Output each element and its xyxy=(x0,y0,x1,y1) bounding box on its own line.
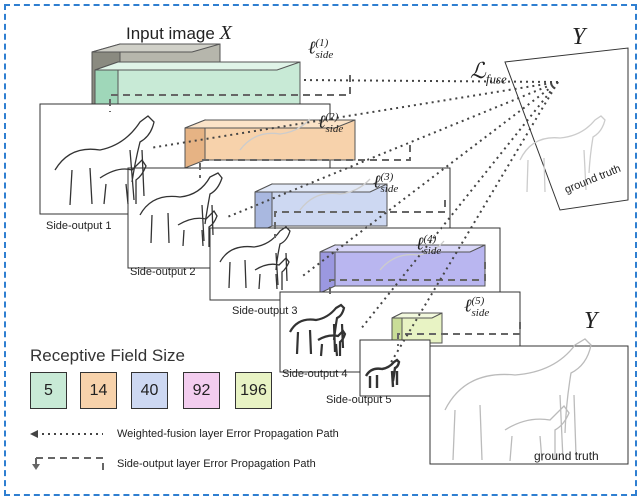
receptive-field-title: Receptive Field Size xyxy=(30,346,185,366)
legend-side-path: Side-output layer Error Propagation Path xyxy=(117,458,316,470)
ground-truth-bottom-panel xyxy=(430,346,628,464)
side-loss-5: ℓ(5)side xyxy=(464,296,489,319)
fuse-loss-sub: fuse xyxy=(486,71,507,86)
side-loss-3: ℓ(3)side xyxy=(373,172,398,195)
side-output-4-label: Side-output 4 xyxy=(282,368,347,380)
side-output-2-label: Side-output 2 xyxy=(130,266,195,278)
side-loss-4: ℓ(4)side xyxy=(416,234,441,257)
side-output-5-label: Side-output 5 xyxy=(326,394,391,406)
side-loss-3-base: ℓ xyxy=(373,172,381,192)
side-loss-1-sup: (1) xyxy=(316,38,334,50)
rf-size-196: 196 xyxy=(235,372,272,409)
side-loss-3-sub: side xyxy=(381,184,399,196)
input-image-text: Input image xyxy=(126,24,215,43)
conv-stage-4 xyxy=(320,245,485,293)
rf-size-5: 5 xyxy=(30,372,67,409)
legend-fusion-path: Weighted-fusion layer Error Propagation … xyxy=(117,428,339,440)
side-loss-1-base: ℓ xyxy=(308,38,316,58)
input-image-symbol: X xyxy=(220,22,232,44)
side-loss-1-sub: side xyxy=(316,50,334,62)
rf-size-14: 14 xyxy=(80,372,117,409)
side-loss-5-base: ℓ xyxy=(464,296,472,316)
side-loss-1: ℓ(1)side xyxy=(308,38,333,61)
side-loss-5-sup: (5) xyxy=(472,296,490,308)
side-loss-3-sup: (3) xyxy=(381,172,399,184)
input-image-label: Input image X xyxy=(126,22,232,45)
side-loss-5-sub: side xyxy=(472,308,490,320)
side-output-3-label: Side-output 3 xyxy=(232,305,297,317)
side-loss-4-base: ℓ xyxy=(416,234,424,254)
legend-samples xyxy=(30,430,103,470)
side-output-1-label: Side-output 1 xyxy=(46,220,111,232)
side-loss-2: ℓ(2)side xyxy=(318,112,343,135)
target-y-top: Y xyxy=(572,24,585,51)
fuse-loss-base: ℒ xyxy=(470,58,486,83)
side-loss-2-sub: side xyxy=(326,124,344,136)
side-loss-4-sub: side xyxy=(424,246,442,258)
ground-truth-bottom-label: ground truth xyxy=(534,449,599,463)
rf-size-92: 92 xyxy=(183,372,220,409)
rf-size-40: 40 xyxy=(131,372,168,409)
fuse-loss-label: ℒfuse xyxy=(470,58,507,87)
side-loss-2-sup: (2) xyxy=(326,112,344,124)
side-loss-2-base: ℓ xyxy=(318,112,326,132)
target-y-bottom: Y xyxy=(584,308,597,335)
side-loss-4-sup: (4) xyxy=(424,234,442,246)
